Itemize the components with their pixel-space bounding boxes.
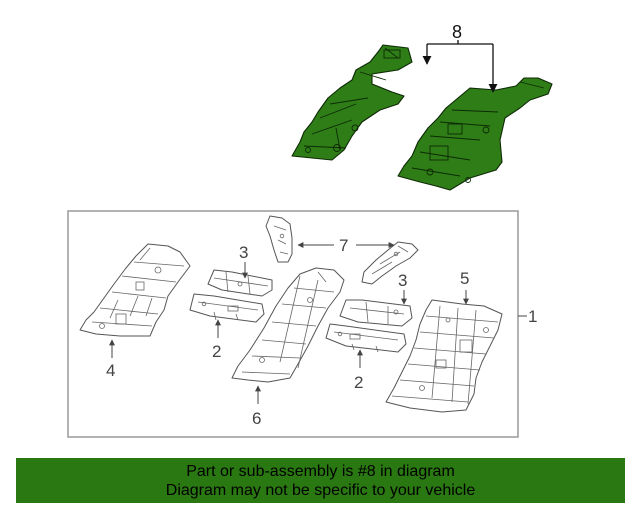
highlighted-part-8-left[interactable] [291, 44, 413, 161]
part-7-left[interactable] [265, 215, 293, 263]
part-5[interactable] [385, 299, 503, 413]
banner-line-1: Part or sub-assembly is #8 in diagram [186, 463, 455, 480]
banner-line-2: Diagram may not be specific to your vehi… [165, 482, 476, 499]
info-banner: Part or sub-assembly is #8 in diagram Di… [16, 458, 625, 503]
callout-3b-label: 3 [398, 271, 407, 290]
part-6[interactable] [231, 267, 345, 383]
callout-7-label: 7 [339, 236, 348, 255]
callout-2b-label: 2 [354, 373, 363, 392]
callout-2a-label: 2 [212, 342, 221, 361]
callout-8-leader [422, 40, 498, 93]
assembly-frame [67, 210, 519, 438]
part-4[interactable] [79, 243, 191, 337]
part-7-right[interactable] [361, 241, 419, 285]
callout-6-label: 6 [252, 409, 261, 428]
part-2-right[interactable] [325, 323, 407, 353]
callout-1-label: 1 [528, 307, 537, 326]
callout-3a-label: 3 [239, 243, 248, 262]
highlighted-part-8-right[interactable] [397, 77, 553, 191]
part-3-right[interactable] [339, 299, 413, 327]
callout-8-label: 8 [452, 22, 462, 42]
part-3-left[interactable] [207, 269, 273, 297]
callout-4-label: 4 [106, 361, 115, 380]
part-2-left[interactable] [189, 293, 265, 323]
callout-5-label: 5 [460, 269, 469, 288]
